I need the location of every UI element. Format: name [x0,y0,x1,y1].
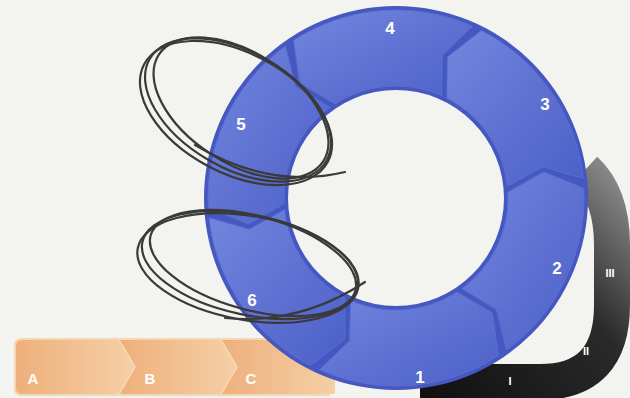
stage-numeral: III [605,268,614,279]
step-number: 5 [236,116,245,133]
step-number: 2 [552,260,561,277]
phase-letter: A [28,371,39,386]
cycle-segment [208,46,330,224]
cycle-segment [462,172,584,350]
phase-letter: B [145,371,156,386]
cycle-segment [209,210,345,366]
stage-numeral: II [583,346,589,357]
ring-base [204,6,588,390]
step-number: 4 [385,20,394,37]
cycle-segment [447,30,583,186]
cycle-ring [204,6,588,390]
step-number: 3 [540,96,549,113]
phase-letter: C [246,371,257,386]
cycle-segment [294,10,473,104]
scribble-marks [116,8,368,338]
stage-numeral: I [508,376,511,387]
step-number: 1 [415,369,424,386]
step-number: 6 [247,292,256,309]
